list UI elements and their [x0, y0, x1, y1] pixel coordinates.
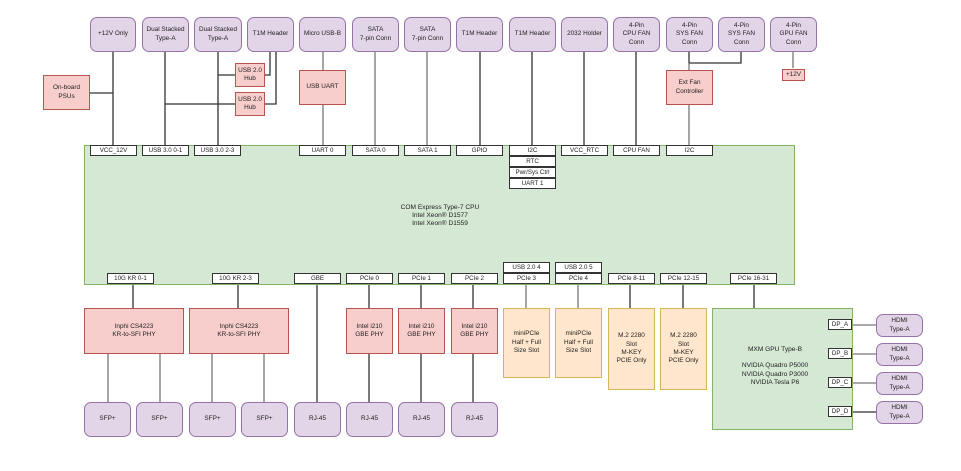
minipcie-slot-1: miniPCIe Half + Full Size Slot: [503, 308, 550, 378]
port-usb30-23: USB 3.0 2-3: [194, 145, 241, 156]
hdmi-connector-c: HDMI Type-A: [876, 372, 923, 395]
port-usb20-4: USB 2.0 4: [503, 262, 550, 273]
rj45-connector-0: RJ-45: [346, 402, 393, 437]
port-usb20-5: USB 2.0 5: [555, 262, 602, 273]
port-i2c-main: I2C: [509, 145, 556, 156]
port-cpu-fan: CPU FAN: [613, 145, 660, 156]
sfp-connector-1: SFP+: [84, 402, 131, 437]
cpu-model-2: Intel Xeon® D1559: [412, 220, 468, 228]
port-10g-kr-23: 10G KR 2-3: [212, 273, 259, 284]
gpu-title: MXM GPU Type-B: [747, 346, 803, 353]
gpu-model-3: NVIDIA Tesla P6: [750, 379, 800, 387]
connector-cpu-fan: 4-Pin CPU FAN Conn: [613, 17, 660, 52]
port-dp-c: DP_C: [828, 377, 852, 388]
connector-sys-fan-2: 4-Pin SYS FAN Conn: [718, 17, 765, 52]
intel-i210-phy-1: Intel i210 GBE PHY: [398, 308, 445, 354]
sfp-connector-2: SFP+: [136, 402, 183, 437]
port-rtc: RTC: [509, 156, 556, 167]
port-pcie-16-31: PCIe 16-31: [730, 273, 777, 284]
sfp-connector-3: SFP+: [189, 402, 236, 437]
port-dp-b: DP_B: [828, 348, 852, 359]
port-pcie-2: PCIe 2: [451, 273, 498, 284]
gpu-model-1: NVIDIA Quadro P5000: [741, 362, 809, 370]
port-dp-d: DP_D: [828, 406, 852, 417]
rj45-connector-1: RJ-45: [398, 402, 445, 437]
inphi-phy-2: Inphi CS4223 KR-to-SFI PHY: [189, 308, 289, 354]
port-pcie-1: PCIe 1: [398, 273, 445, 284]
sfp-connector-4: SFP+: [241, 402, 288, 437]
port-vcc-rtc: VCC_RTC: [561, 145, 608, 156]
gpu-label: MXM GPU Type-B NVIDIA Quadro P5000 NVIDI…: [712, 346, 838, 388]
port-vcc-12v: VCC_12V: [90, 145, 137, 156]
port-dp-a: DP_A: [828, 319, 852, 330]
port-sata-1: SATA 1: [404, 145, 451, 156]
port-10g-kr-01: 10G KR 0-1: [107, 273, 154, 284]
port-pcie-0: PCIe 0: [346, 273, 393, 284]
cpu-title: COM Express Type-7 CPU: [400, 204, 480, 211]
port-pcie-8-11: PCIe 8-11: [608, 273, 655, 284]
gpu-fan-12v: +12V: [782, 69, 805, 81]
usb-hub-1: USB 2.0 Hub: [235, 63, 265, 87]
intel-i210-phy-2: Intel i210 GBE PHY: [451, 308, 498, 354]
cpu-label: COM Express Type-7 CPU Intel Xeon® D1577…: [340, 204, 540, 229]
connector-2032-holder: 2032 Holder: [561, 17, 608, 52]
usb-hub-2: USB 2.0 Hub: [235, 92, 265, 116]
hdmi-connector-b: HDMI Type-A: [876, 343, 923, 366]
connector-micro-usb-b: Micro USB-B: [299, 17, 346, 52]
port-pwr-sys-ctrl: Pwr/Sys Ctrl: [509, 167, 556, 178]
port-pcie-4: PCIe 4: [555, 273, 602, 284]
hdmi-connector-a: HDMI Type-A: [876, 314, 923, 337]
m2-slot-1: M.2 2280 Slot M-KEY PCIE Only: [608, 308, 655, 390]
rj45-connector-2: RJ-45: [451, 402, 498, 437]
port-uart-0: UART 0: [299, 145, 346, 156]
m2-slot-2: M.2 2280 Slot M-KEY PCIE Only: [660, 308, 707, 390]
port-pcie-3: PCIe 3: [503, 273, 550, 284]
inphi-phy-1: Inphi CS4223 KR-to-SFI PHY: [84, 308, 184, 354]
port-gpio: GPIO: [456, 145, 503, 156]
connector-dual-stacked-usb-1: Dual Stacked Type-A: [142, 17, 189, 52]
port-pcie-12-15: PCIe 12-15: [660, 273, 707, 284]
gpu-model-2: NVIDIA Quadro P3000: [741, 370, 809, 378]
connector-sys-fan-1: 4-Pin SYS FAN Conn: [666, 17, 713, 52]
connector-12v-only: +12V Only: [90, 17, 136, 52]
usb-uart-chip: USB UART: [299, 70, 346, 105]
connector-t1m-header-gpio: T1M Header: [456, 17, 503, 52]
ext-fan-controller: Ext Fan Controller: [666, 70, 713, 105]
intel-i210-phy-0: Intel i210 GBE PHY: [346, 308, 393, 354]
port-i2c-fan: I2C: [666, 145, 713, 156]
port-sata-0: SATA 0: [352, 145, 399, 156]
connector-gpu-fan: 4-Pin GPU FAN Conn: [770, 17, 817, 52]
port-gbe: GBE: [294, 273, 341, 284]
port-uart-1: UART 1: [509, 178, 556, 189]
connector-t1m-header-usb: T1M Header: [247, 17, 294, 52]
connector-sata-1: SATA 7-pin Conn: [404, 17, 451, 52]
onboard-psus: On-board PSUs: [43, 75, 90, 110]
connector-dual-stacked-usb-2: Dual Stacked Type-A: [194, 17, 242, 52]
hdmi-connector-d: HDMI Type-A: [876, 401, 923, 424]
connector-sata-0: SATA 7-pin Conn: [352, 17, 399, 52]
port-usb30-01: USB 3.0 0-1: [142, 145, 189, 156]
connector-t1m-header-i2c: T1M Header: [509, 17, 556, 52]
com-express-cpu-module: [84, 145, 795, 285]
minipcie-slot-2: miniPCIe Half + Full Size Slot: [555, 308, 602, 378]
cpu-model-1: Intel Xeon® D1577: [412, 212, 468, 220]
rj45-connector-gbe: RJ-45: [294, 402, 341, 437]
